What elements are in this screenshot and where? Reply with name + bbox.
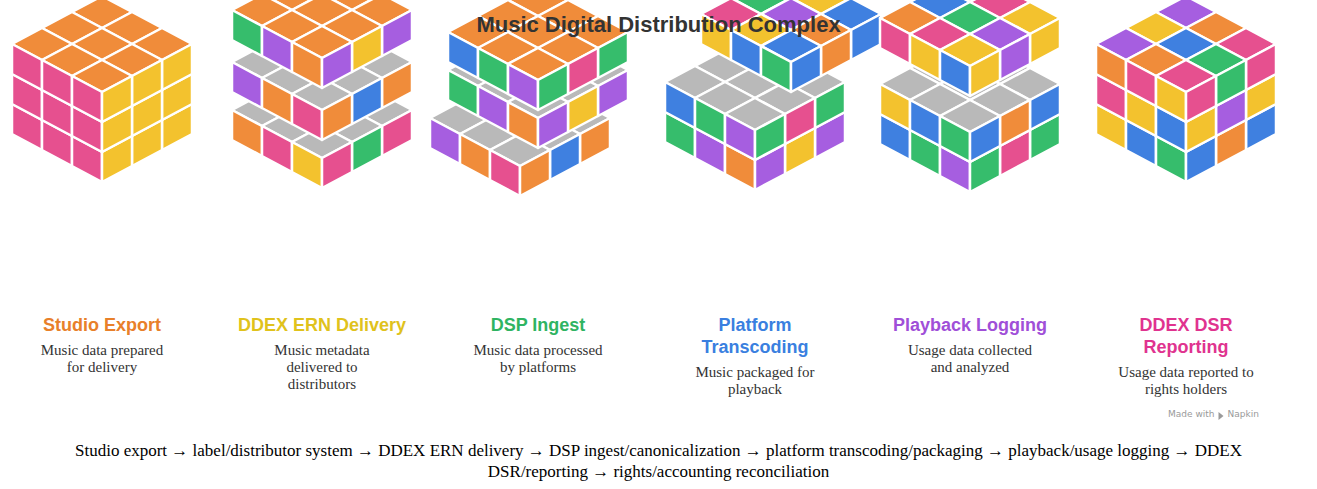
cube-face <box>665 82 695 128</box>
cube-face <box>970 50 1000 96</box>
stage-description: Music data prepared for delivery <box>32 342 172 376</box>
cube-face <box>322 142 352 188</box>
cube-face <box>72 76 102 122</box>
cube-face <box>755 114 785 160</box>
cube <box>1096 0 1276 182</box>
cube-face <box>1186 76 1216 122</box>
cube-face <box>352 78 382 124</box>
cube-face <box>382 62 412 108</box>
cube-face <box>460 134 490 180</box>
cube-face <box>42 60 72 106</box>
cube-face <box>292 94 322 140</box>
cube <box>12 0 192 182</box>
cube-face <box>550 134 580 180</box>
cube-face <box>940 50 970 96</box>
cube-face <box>910 34 940 80</box>
cube-face <box>262 78 292 124</box>
stage-heading: DSP Ingest <box>453 314 623 336</box>
watermark: Made with <box>1168 409 1215 419</box>
cube-face <box>1030 18 1060 64</box>
cube-face <box>292 142 322 188</box>
cube-face <box>322 94 352 140</box>
stage-label: Platform TranscodingMusic packaged for p… <box>670 314 840 398</box>
cube-face <box>785 98 815 144</box>
cube-face <box>761 46 791 92</box>
cube-face <box>382 10 412 56</box>
cube-face <box>910 100 940 146</box>
cube-face <box>725 114 755 160</box>
diagram-title: Music Digital Distribution Complex <box>0 12 1317 38</box>
stage-heading: DDEX ERN Delivery <box>237 314 407 336</box>
stage-description: Usage data collected and analyzed <box>900 342 1040 376</box>
cube-face <box>880 84 910 130</box>
stage-label: DDEX ERN DeliveryMusic metadata delivere… <box>237 314 407 393</box>
cube-face <box>232 110 262 156</box>
stage-label: Playback LoggingUsage data collected and… <box>885 314 1055 376</box>
cube-face <box>162 44 192 90</box>
stage-heading: Studio Export <box>17 314 187 336</box>
cube-face <box>568 48 598 94</box>
stage-description: Usage data reported to rights holders <box>1116 364 1256 398</box>
cube-face <box>232 62 262 108</box>
cube-face <box>1216 60 1246 106</box>
stage-heading: DDEX DSR Reporting <box>1101 314 1271 358</box>
cube-face <box>815 82 845 128</box>
cube-face <box>262 126 292 172</box>
cube-face <box>1096 44 1126 90</box>
cube-face <box>382 110 412 156</box>
stage-label: Studio ExportMusic data prepared for del… <box>17 314 187 376</box>
cube-face <box>580 118 610 164</box>
cube-face <box>791 46 821 92</box>
cube-face <box>851 14 881 60</box>
cube-face <box>1156 76 1186 122</box>
cube-face <box>1246 44 1276 90</box>
cube-face <box>508 64 538 110</box>
cube-face <box>430 118 460 164</box>
cube-face <box>352 26 382 72</box>
cube-face <box>448 32 478 78</box>
cube-face <box>322 42 352 88</box>
cube-face <box>352 126 382 172</box>
cube-face <box>1000 34 1030 80</box>
cube-face <box>598 32 628 78</box>
stage-label: DDEX DSR ReportingUsage data reported to… <box>1101 314 1271 398</box>
napkin-logo <box>1219 412 1224 420</box>
cube-face <box>940 116 970 162</box>
cube-face <box>1000 100 1030 146</box>
cube-face <box>478 48 508 94</box>
flow-caption: Studio export → label/distributor system… <box>40 440 1277 482</box>
cube-face <box>520 150 550 196</box>
cube <box>880 0 1060 192</box>
watermark: Napkin <box>1228 409 1259 419</box>
stage-heading: Playback Logging <box>885 314 1055 336</box>
cube-face <box>880 18 910 64</box>
cube-face <box>538 64 568 110</box>
cube <box>232 0 412 188</box>
cube-face <box>262 26 292 72</box>
cube-face <box>695 98 725 144</box>
cube-face <box>232 10 262 56</box>
cube-face <box>1126 60 1156 106</box>
cube-face <box>12 44 42 90</box>
cube-face <box>102 76 132 122</box>
cube-face <box>970 116 1000 162</box>
stage-label: DSP IngestMusic data processed by platfo… <box>453 314 623 376</box>
stage-heading: Platform Transcoding <box>670 314 840 358</box>
cube-face <box>1030 84 1060 130</box>
cube-face <box>292 42 322 88</box>
cube-face <box>490 150 520 196</box>
stage-description: Music packaged for playback <box>685 364 825 398</box>
stage-description: Music metadata delivered to distributors <box>252 342 392 393</box>
cube-face <box>132 60 162 106</box>
stage-description: Music data processed by platforms <box>468 342 608 376</box>
